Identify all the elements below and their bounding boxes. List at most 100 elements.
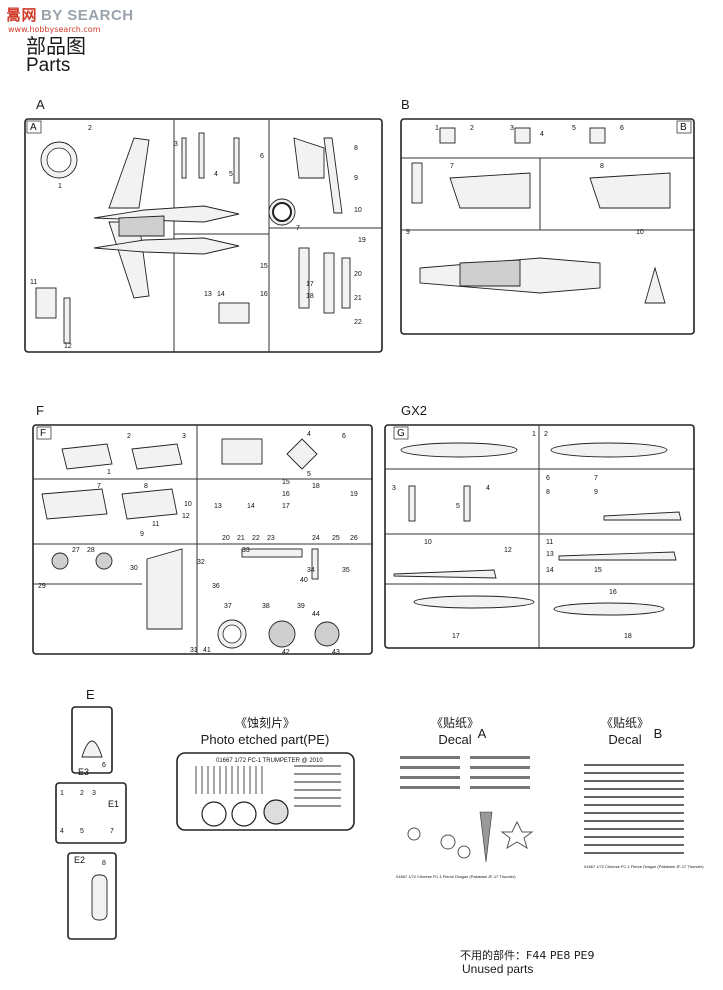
svg-text:9: 9 (140, 531, 144, 538)
sprue-e-tag-e1: E1 (108, 799, 119, 809)
svg-text:16: 16 (260, 291, 268, 298)
svg-text:9: 9 (354, 175, 358, 182)
svg-text:1: 1 (532, 431, 536, 438)
svg-text:3: 3 (510, 125, 514, 132)
svg-text:9: 9 (406, 229, 410, 236)
svg-text:5: 5 (572, 125, 576, 132)
svg-text:22: 22 (252, 535, 260, 542)
decal-a-caption-cn: 《贴纸》 (430, 716, 479, 730)
svg-text:20: 20 (222, 535, 230, 542)
svg-text:8: 8 (546, 489, 550, 496)
sprue-f-tag: F (40, 428, 46, 439)
svg-text:4: 4 (486, 485, 490, 492)
svg-text:1: 1 (58, 183, 62, 190)
svg-text:43: 43 (332, 649, 340, 656)
svg-text:30: 30 (130, 565, 138, 572)
pe-caption-cn: 《蚀刻片》 (234, 716, 295, 730)
page-title-en: Parts (26, 55, 71, 76)
svg-text:6: 6 (260, 153, 264, 160)
decal-a-footer: 01667 1/72 Chinese FC-1 Fierce Dragon (P… (396, 874, 516, 879)
decal-b-sheet: 01667 1/72 Chinese FC-1 Fierce Dragon (P… (584, 764, 704, 869)
svg-text:4: 4 (307, 431, 311, 438)
svg-text:21: 21 (237, 535, 245, 542)
svg-text:4: 4 (60, 828, 64, 835)
svg-text:7: 7 (594, 475, 598, 482)
svg-text:5: 5 (456, 503, 460, 510)
svg-text:11: 11 (152, 521, 159, 528)
svg-text:35: 35 (342, 567, 350, 574)
svg-text:2: 2 (80, 790, 84, 797)
svg-text:16: 16 (609, 589, 617, 596)
svg-text:27: 27 (72, 547, 80, 554)
sprue-gx2-tag: G (397, 428, 405, 439)
svg-text:12: 12 (504, 547, 512, 554)
svg-text:4: 4 (214, 171, 218, 178)
sprue-e-tag-e3: E3 (78, 767, 89, 777)
svg-text:10: 10 (424, 539, 432, 546)
svg-text:41: 41 (203, 647, 211, 654)
svg-text:7: 7 (97, 483, 101, 490)
svg-text:40: 40 (300, 577, 308, 584)
svg-text:14: 14 (546, 567, 554, 574)
svg-text:37: 37 (224, 603, 232, 610)
svg-text:19: 19 (350, 491, 358, 498)
svg-text:3: 3 (92, 790, 96, 797)
svg-text:26: 26 (350, 535, 358, 542)
watermark-en: BY SEARCH (41, 7, 134, 24)
svg-text:2: 2 (544, 431, 548, 438)
pe-fret: 01667 1/72 FC-1 TRUMPETER @ 2010 (176, 752, 355, 831)
svg-text:8: 8 (354, 145, 358, 152)
svg-text:3: 3 (392, 485, 396, 492)
svg-text:6: 6 (620, 125, 624, 132)
svg-text:6: 6 (342, 433, 346, 440)
decal-a-letter: A (477, 726, 487, 741)
svg-text:1: 1 (435, 125, 439, 132)
svg-text:21: 21 (354, 295, 362, 302)
svg-text:18: 18 (312, 483, 320, 490)
svg-text:2: 2 (470, 125, 474, 132)
svg-text:32: 32 (197, 559, 205, 566)
svg-text:36: 36 (212, 583, 220, 590)
svg-text:1: 1 (60, 790, 64, 797)
svg-text:15: 15 (282, 479, 290, 486)
svg-text:4: 4 (540, 131, 544, 138)
svg-text:16: 16 (282, 491, 290, 498)
svg-text:17: 17 (282, 503, 290, 510)
svg-text:1: 1 (107, 469, 111, 476)
svg-text:15: 15 (260, 263, 268, 270)
svg-text:8: 8 (144, 483, 148, 490)
sprue-e-tag-e2: E2 (74, 855, 85, 865)
svg-text:7: 7 (450, 163, 454, 170)
svg-text:31: 31 (190, 647, 198, 654)
svg-text:3: 3 (174, 141, 178, 148)
svg-text:2: 2 (88, 125, 92, 132)
watermark-cn: 暠 (6, 6, 22, 24)
sprue-e-label: E (86, 687, 95, 702)
svg-text:19: 19 (358, 237, 366, 244)
sprue-a-tag: A (30, 122, 37, 133)
svg-text:9: 9 (594, 489, 598, 496)
decal-b-letter: B (653, 726, 663, 741)
svg-text:12: 12 (64, 343, 72, 350)
pe-caption-en: Photo etched part(PE) (200, 732, 330, 747)
svg-text:3: 3 (182, 433, 186, 440)
svg-text:34: 34 (307, 567, 315, 574)
svg-text:23: 23 (267, 535, 275, 542)
svg-text:28: 28 (87, 547, 95, 554)
svg-text:2: 2 (127, 433, 131, 440)
decal-b-footer: 01667 1/72 Chinese FC-1 Fierce Dragon (P… (584, 864, 704, 869)
svg-text:14: 14 (217, 291, 225, 298)
svg-text:17: 17 (452, 633, 460, 640)
decal-b-caption-en: Decal (608, 732, 642, 747)
svg-text:6: 6 (102, 762, 106, 769)
svg-text:11: 11 (30, 279, 37, 286)
decal-a-caption-en: Decal (438, 732, 472, 747)
svg-text:18: 18 (306, 293, 314, 300)
svg-text:39: 39 (297, 603, 305, 610)
svg-text:7: 7 (296, 225, 300, 232)
svg-text:13: 13 (204, 291, 212, 298)
unused-parts-en: Unused parts (462, 962, 534, 976)
